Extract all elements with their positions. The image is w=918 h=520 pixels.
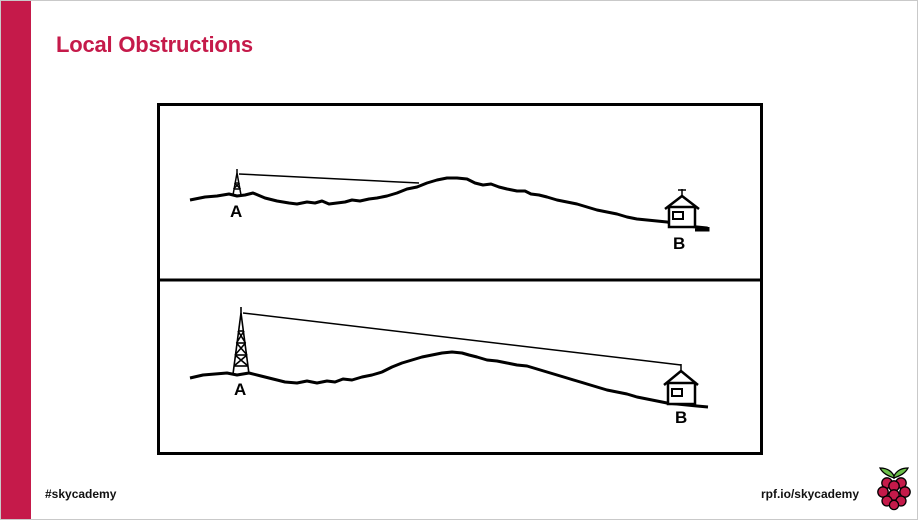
footer-hashtag: #skycademy [45, 487, 117, 501]
transmitter-label: A [230, 202, 242, 221]
slide-title: Local Obstructions [56, 32, 253, 57]
transmitter-tower-icon [232, 169, 242, 196]
receiver-house-icon [664, 189, 700, 229]
top-panel: A B [189, 169, 710, 253]
line-of-sight [242, 312, 682, 366]
raspberry-pi-logo-icon [875, 465, 913, 511]
receiver-label: B [675, 408, 687, 427]
transmitter-tower-icon [232, 307, 250, 375]
obstruction-diagram: A B [157, 103, 763, 455]
footer-url: rpf.io/skycademy [760, 487, 859, 501]
transmitter-label: A [234, 380, 246, 399]
bottom-panel: A B [189, 307, 709, 427]
receiver-house-icon [663, 364, 699, 406]
terrain-line [189, 176, 710, 231]
terrain-line [189, 350, 709, 409]
accent-side-bar [1, 1, 31, 519]
receiver-label: B [673, 234, 685, 253]
line-of-sight [238, 173, 420, 184]
